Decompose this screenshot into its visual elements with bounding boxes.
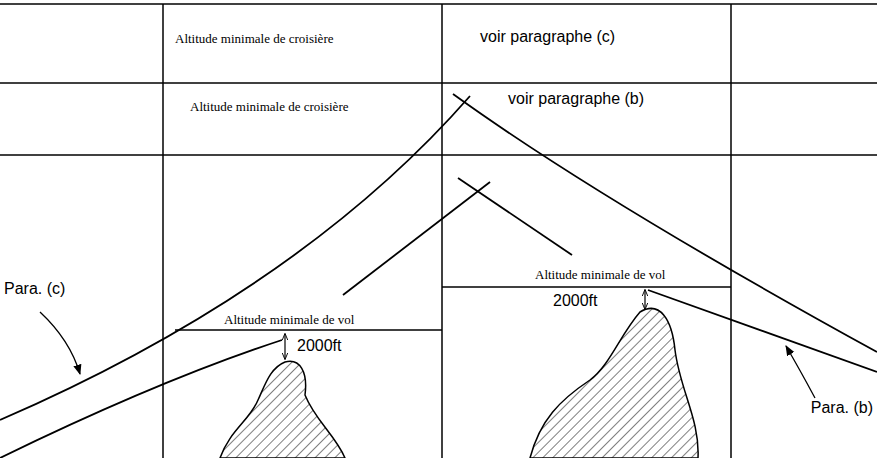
table-note: voir paragraphe (c) bbox=[480, 28, 615, 46]
clearance-value: 2000ft bbox=[553, 292, 597, 310]
callout-label: Para. (b) bbox=[811, 399, 873, 417]
flight-paths bbox=[0, 94, 877, 458]
row-heading: Altitude minimale de croisière bbox=[190, 100, 348, 114]
leader-lines bbox=[40, 312, 815, 398]
altitude-label: Altitude minimale de vol bbox=[533, 268, 667, 282]
callout-label: Para. (c) bbox=[4, 280, 65, 298]
table-grid bbox=[0, 4, 877, 458]
table-note: voir paragraphe (b) bbox=[508, 90, 644, 108]
clearance-value: 2000ft bbox=[297, 337, 341, 355]
row-heading: Altitude minimale de croisière bbox=[175, 32, 333, 46]
terrain bbox=[220, 308, 698, 458]
altitude-label: Altitude minimale de vol bbox=[222, 313, 356, 327]
